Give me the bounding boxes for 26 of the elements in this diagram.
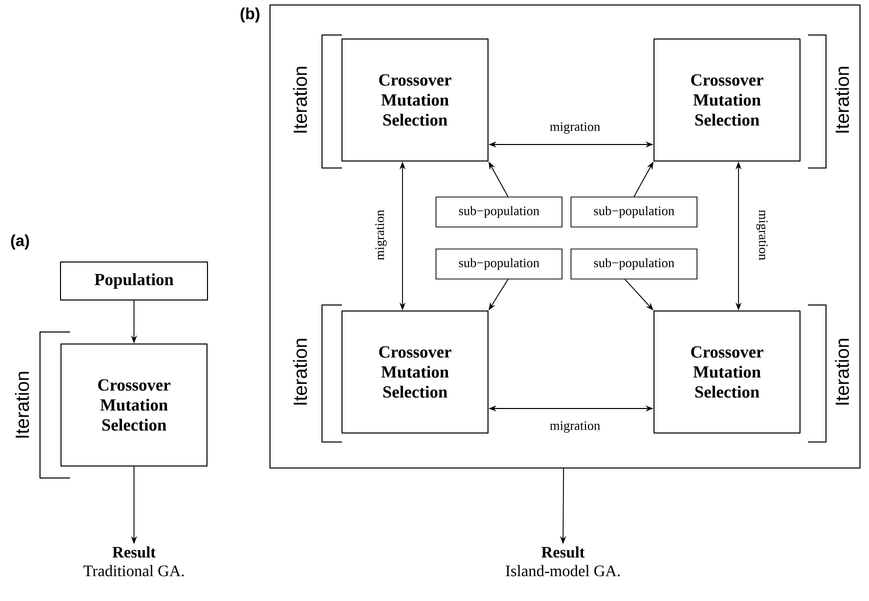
- iteration-label: Iteration: [835, 66, 849, 133]
- iteration-label: Iteration: [293, 338, 307, 405]
- edge-label: migration: [755, 208, 769, 262]
- operator-box: Crossover Mutation Selection: [342, 38, 488, 162]
- sub-population-box: sub−population: [570, 196, 698, 228]
- operator-box: Crossover Mutation Selection: [60, 344, 208, 466]
- edge-label: migration: [548, 121, 602, 135]
- sub-population-box: sub−population: [570, 248, 698, 280]
- sub-population-box: sub−population: [436, 196, 562, 228]
- edge-label: migration: [548, 420, 602, 434]
- panel-label: (a): [11, 234, 29, 250]
- result-text: Result: [112, 546, 156, 558]
- edge-label: migration: [374, 208, 388, 262]
- operator-box: Crossover Mutation Selection: [654, 38, 800, 162]
- node-label: Island-model GA.: [506, 565, 620, 576]
- island-model-frame: [270, 4, 860, 468]
- sub-population-box: sub−population: [436, 248, 562, 280]
- population-box: Population: [60, 262, 208, 300]
- result-text: Result: [542, 546, 585, 558]
- iteration-label: Iteration: [15, 372, 29, 438]
- panel-label: (b): [240, 8, 260, 22]
- operator-box: Crossover Mutation Selection: [654, 310, 800, 434]
- node-label: Traditional GA.: [83, 565, 184, 576]
- iteration-label: Iteration: [835, 338, 849, 405]
- operator-box: Crossover Mutation Selection: [342, 310, 488, 434]
- iteration-label: Iteration: [293, 66, 307, 133]
